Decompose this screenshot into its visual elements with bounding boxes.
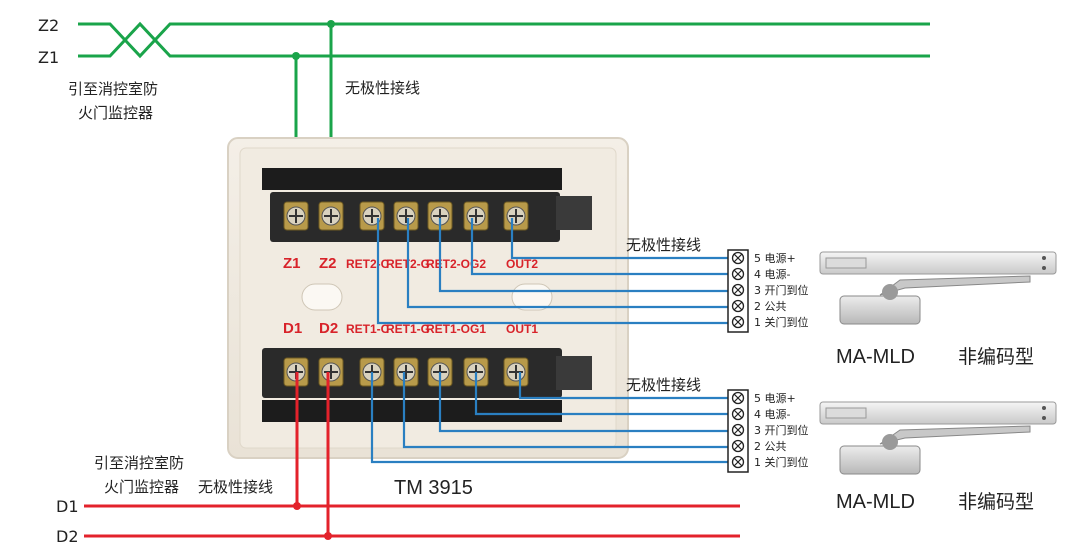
module-name: TM 3915 <box>394 477 473 499</box>
module-screw <box>318 201 344 231</box>
terminal-block-label: 3 开门到位 <box>754 423 809 437</box>
label-to-control-room-top-2: 火门监控器 <box>78 104 153 122</box>
module-screw <box>393 357 419 387</box>
terminal-label: D2 <box>319 320 338 337</box>
terminal-block-bottom: 5 电源+ 4 电源- 3 开门到位 2 公共 1 关门到位 <box>727 389 809 473</box>
terminal-block-screw <box>731 423 745 437</box>
blue-wires-top <box>376 218 728 325</box>
terminal-label: RET1-G <box>386 322 430 336</box>
terminal-label: RET2-O <box>426 257 470 271</box>
device-model-top: MA-MLD <box>836 346 915 368</box>
terminal-block-label: 5 电源+ <box>754 251 796 265</box>
door-closer-image-top <box>819 251 1057 325</box>
terminal-block-label: 5 电源+ <box>754 391 796 405</box>
terminal-block-label: 2 公共 <box>754 300 787 313</box>
device-model-bottom: MA-MLD <box>836 491 915 513</box>
terminal-block-top: 5 电源+ 4 电源- 3 开门到位 2 公共 1 关门到位 <box>727 249 809 333</box>
device-type-bottom: 非编码型 <box>958 491 1034 513</box>
label-nonpolar-right-bottom: 无极性接线 <box>626 376 701 394</box>
module-screw <box>427 201 453 231</box>
terminal-block-screw <box>731 407 745 421</box>
terminal-label: G2 <box>470 257 486 271</box>
terminal-label: OUT1 <box>506 322 538 336</box>
terminal-label: G1 <box>470 322 486 336</box>
module-screw <box>503 201 529 231</box>
terminal-block-label: 4 电源- <box>754 267 790 281</box>
terminal-block-screw <box>731 251 745 265</box>
terminal-block-screw <box>731 439 745 453</box>
label-to-control-room-top-1: 引至消控室防 <box>68 80 158 98</box>
bus-label-d2: D2 <box>56 527 79 546</box>
terminal-block-screw <box>731 455 745 469</box>
bus-label-d1: D1 <box>56 497 79 516</box>
blue-wires-bottom <box>370 372 728 464</box>
terminal-label: Z2 <box>319 255 337 272</box>
terminal-label: RET1-C <box>346 322 390 336</box>
module-screw <box>503 357 529 387</box>
module-screw <box>283 201 309 231</box>
module-box <box>227 137 629 459</box>
label-nonpolar-right-top: 无极性接线 <box>626 236 701 254</box>
terminal-block-screw <box>731 267 745 281</box>
terminal-label: OUT2 <box>506 257 538 271</box>
label-nonpolar-top: 无极性接线 <box>345 79 420 97</box>
terminal-block-label: 3 开门到位 <box>754 283 809 297</box>
device-type-top: 非编码型 <box>958 346 1034 368</box>
door-closer-image-bottom <box>819 401 1057 475</box>
bus-label-z2: Z2 <box>38 16 59 35</box>
terminal-block-label: 2 公共 <box>754 440 787 453</box>
module-screw <box>359 201 385 231</box>
terminal-block-label: 1 关门到位 <box>754 455 809 469</box>
terminal-label: RET2-C <box>346 257 390 271</box>
terminal-block-screw <box>731 391 745 405</box>
label-to-control-room-bottom-1: 引至消控室防 <box>94 454 184 472</box>
terminal-block-screw <box>731 283 745 297</box>
label-to-control-room-bottom-2: 火门监控器 <box>104 478 179 496</box>
bus-d: D1 D2 <box>56 372 740 546</box>
terminal-block-label: 4 电源- <box>754 407 790 421</box>
bus-label-z1: Z1 <box>38 48 59 67</box>
label-nonpolar-bottom: 无极性接线 <box>198 478 273 496</box>
module-screw <box>393 201 419 231</box>
module-screw <box>463 201 489 231</box>
terminal-block-screw <box>731 315 745 329</box>
bus-z: Z2 Z1 <box>38 16 930 67</box>
terminal-label: Z1 <box>283 255 301 272</box>
terminal-block-screw <box>731 299 745 313</box>
module-screw <box>318 357 344 387</box>
terminal-label: RET1-O <box>426 322 470 336</box>
terminal-label: D1 <box>283 320 302 337</box>
terminal-block-label: 1 关门到位 <box>754 315 809 329</box>
